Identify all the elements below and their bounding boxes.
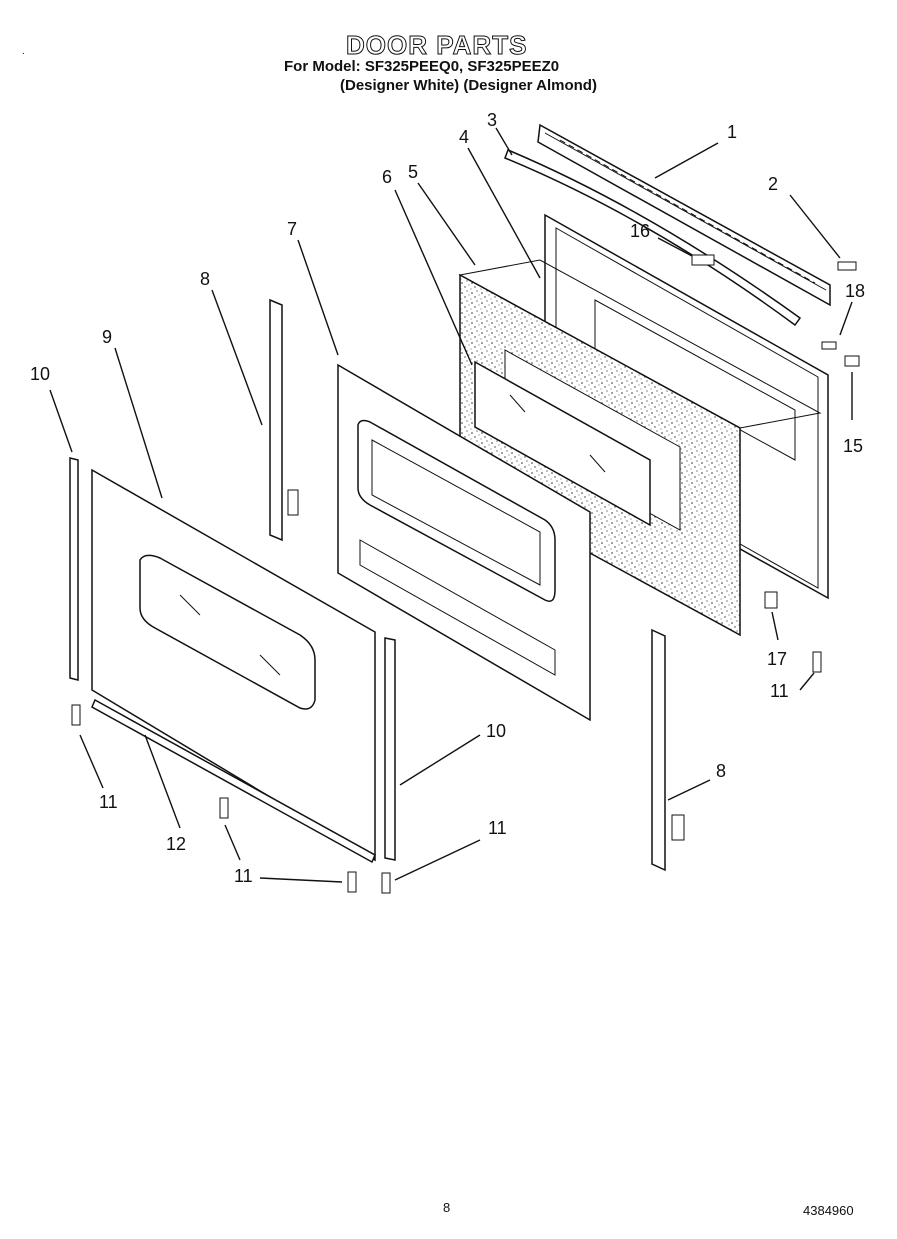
color-line: (Designer White) (Designer Almond) xyxy=(340,77,597,94)
screw-icons xyxy=(71,651,822,894)
leader-lines xyxy=(49,127,853,883)
callout-10-b: 10 xyxy=(486,721,506,741)
part-8-right-hinge-channel xyxy=(651,628,685,872)
part-12-bottom-trim xyxy=(91,698,376,864)
callout-11-d: 11 xyxy=(488,818,507,838)
page-title: DOOR PARTS xyxy=(345,30,528,61)
document-number: 4384960 xyxy=(803,1203,854,1218)
part-8-left-hinge-channel xyxy=(269,298,299,542)
callout-10: 10 xyxy=(30,364,50,384)
callout-11-b: 11 xyxy=(770,681,789,701)
part-3-handle xyxy=(504,149,802,327)
model-line: For Model: SF325PEEQ0, SF325PEEZ0 xyxy=(284,58,560,75)
callout-12: 12 xyxy=(166,834,186,854)
callout-8: 8 xyxy=(200,269,210,289)
callout-1: 1 xyxy=(727,122,737,142)
callout-11-c: 11 xyxy=(234,866,253,886)
part-6-glass-window xyxy=(474,360,651,527)
callout-3: 3 xyxy=(487,110,497,130)
callout-4: 4 xyxy=(459,127,469,147)
part-10-left-side-trim xyxy=(69,457,79,681)
callout-15: 15 xyxy=(843,436,863,456)
callout-11-a: 11 xyxy=(99,792,118,812)
part-1-door-trim xyxy=(537,123,831,307)
callout-6: 6 xyxy=(382,167,392,187)
part-10-right-side-trim xyxy=(384,637,396,861)
small-parts xyxy=(691,254,860,609)
callout-8-b: 8 xyxy=(716,761,726,781)
page-number: 8 xyxy=(443,1200,451,1215)
callout-7: 7 xyxy=(287,219,297,239)
corner-mark: . xyxy=(22,46,25,57)
callout-labels: 1 2 3 4 5 6 7 8 9 10 11 12 15 16 17 18 8… xyxy=(30,110,865,886)
callout-5: 5 xyxy=(408,162,418,182)
callout-16: 16 xyxy=(630,221,650,241)
callout-18: 18 xyxy=(845,281,865,301)
callout-2: 2 xyxy=(768,174,778,194)
part-9-outer-glass xyxy=(91,468,376,862)
callout-17: 17 xyxy=(767,649,787,669)
callout-9: 9 xyxy=(102,327,112,347)
part-7-inner-door-panel xyxy=(337,363,591,722)
